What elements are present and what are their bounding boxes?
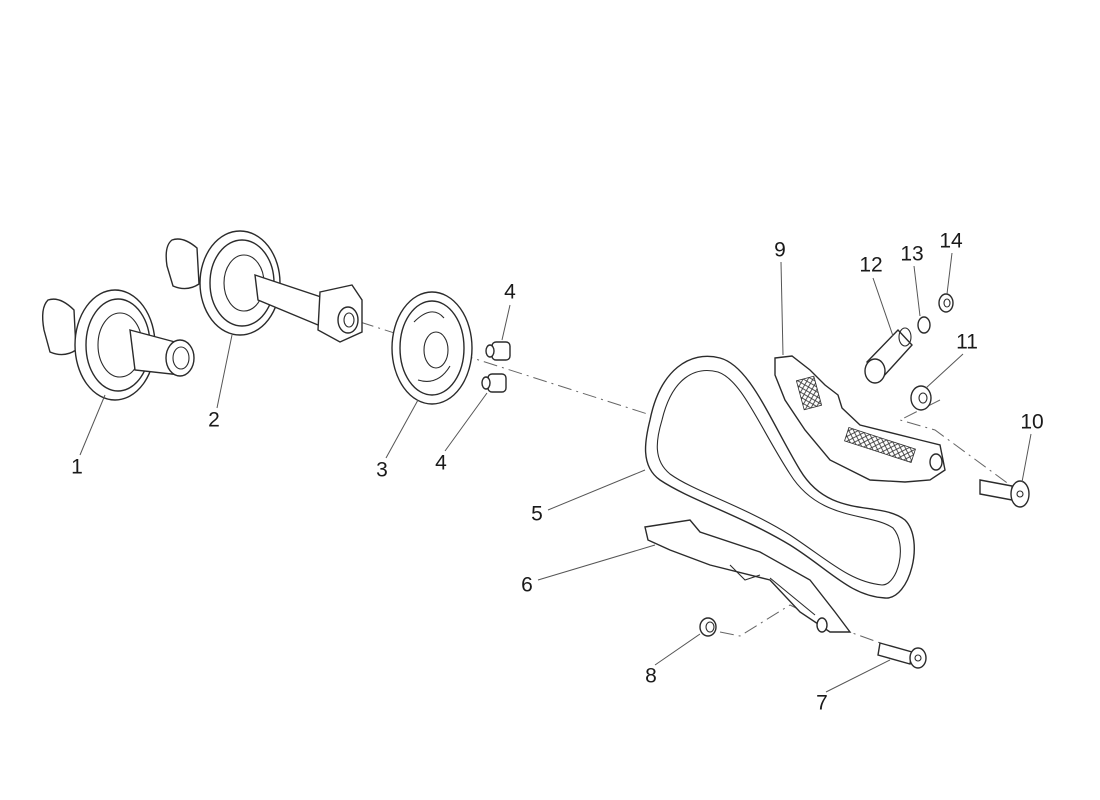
part-6-fixed-chain-guide[interactable]: [644, 519, 852, 633]
part-12-tensioner-plunger[interactable]: [864, 327, 913, 384]
part-9-tensioner-shoe[interactable]: [774, 355, 946, 483]
label-part-8: 8: [645, 664, 657, 688]
leader-lines: [79, 252, 1032, 693]
label-part-5: 5: [531, 502, 543, 526]
label-part-4-lower: 4: [435, 451, 447, 475]
label-part-14: 14: [939, 229, 963, 253]
label-part-13: 13: [900, 242, 924, 266]
label-part-6: 6: [521, 573, 533, 597]
part-4-sprocket-bolts[interactable]: [481, 341, 511, 393]
label-part-11: 11: [956, 330, 978, 354]
part-11-washer[interactable]: [910, 385, 932, 411]
part-7-guide-bolt[interactable]: [877, 642, 927, 669]
part-1-camshaft-gear[interactable]: [41, 289, 195, 401]
label-part-3: 3: [376, 458, 388, 482]
label-part-10: 10: [1020, 410, 1044, 434]
label-part-2: 2: [208, 408, 220, 432]
label-part-1: 1: [71, 455, 83, 479]
part-14-sealing-washer[interactable]: [938, 293, 954, 313]
part-10-pivot-bolt[interactable]: [979, 479, 1030, 508]
label-part-9: 9: [774, 238, 786, 262]
part-5-timing-chain[interactable]: [644, 355, 915, 599]
part-3-camshaft-sprocket[interactable]: [391, 291, 473, 405]
label-part-12: 12: [859, 253, 883, 277]
label-part-4-upper: 4: [504, 280, 516, 304]
part-13-o-ring[interactable]: [917, 316, 931, 334]
label-part-7: 7: [816, 691, 828, 715]
part-2-camshaft-gear[interactable]: [165, 230, 363, 343]
part-8-bushing[interactable]: [699, 617, 717, 637]
